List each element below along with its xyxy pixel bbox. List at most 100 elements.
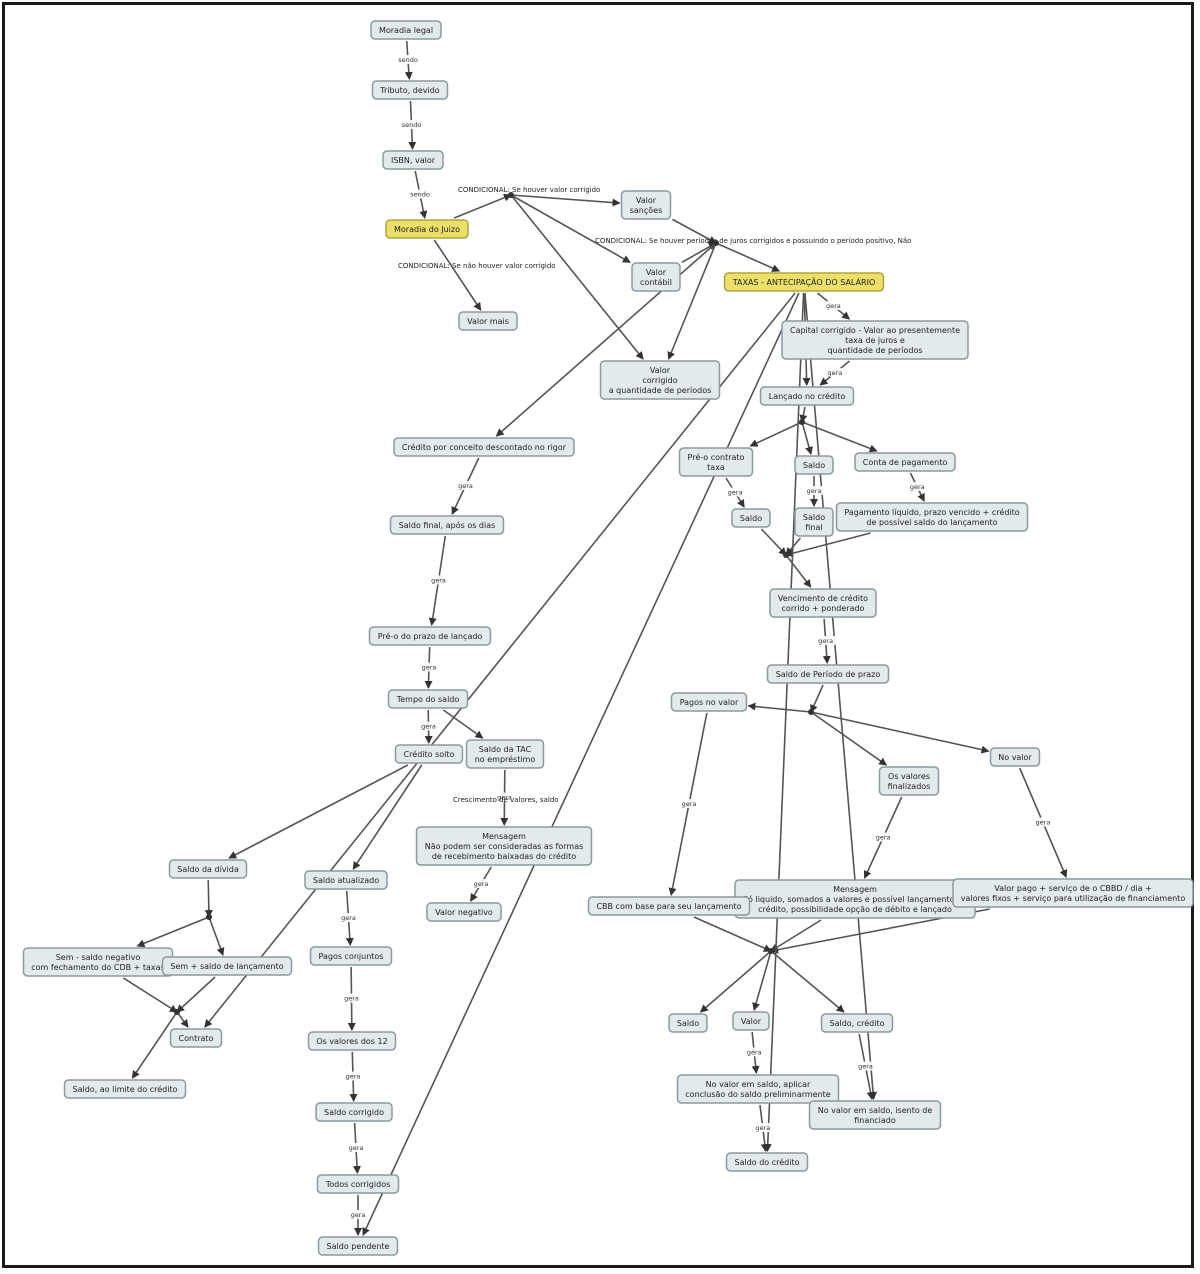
concept-node[interactable]: Valor pago + serviço de o CBBD / dia +va… [952, 878, 1194, 908]
concept-node[interactable]: Valor mais [458, 311, 518, 331]
svg-text:gera: gera [421, 723, 436, 731]
node-label: Saldo [803, 513, 825, 522]
concept-node[interactable]: Saldo pendente [317, 1236, 399, 1256]
concept-node[interactable]: Moradia do Juizo [385, 219, 469, 239]
concept-node[interactable]: Saldo [668, 1013, 708, 1033]
concept-node[interactable]: Saldo [794, 455, 834, 475]
concept-node[interactable]: Contrato [169, 1028, 223, 1048]
junction-point [174, 1009, 180, 1015]
concept-node[interactable]: Saldo do crédito [725, 1152, 809, 1172]
node-label: Pagos conjuntos [319, 952, 384, 961]
node-label: quantidade de períodos [827, 346, 922, 355]
edge-n16-n30 [352, 764, 423, 870]
node-label: financiado [854, 1116, 896, 1125]
edge-label: gera [346, 1143, 366, 1152]
concept-node[interactable]: Saldo, ao limite do crédito [63, 1079, 187, 1099]
node-label: Crédito solto [404, 749, 455, 759]
svg-text:gera: gera [458, 482, 473, 490]
concept-node[interactable]: Valor [732, 1011, 770, 1031]
concept-node[interactable]: Tributo, devido [371, 80, 449, 100]
edge-label: sendo [401, 120, 422, 129]
concept-node[interactable]: Os valores dos 12 [307, 1031, 397, 1051]
edge-j7-n34 [176, 1011, 189, 1028]
node-label: TAXAS - ANTECIPAÇÃO DO SALÁRIO [732, 276, 876, 287]
node-label: ISBN, valor [391, 156, 436, 165]
node-label: Pagos no valor [680, 698, 739, 707]
node-label: Saldo [740, 514, 762, 523]
concept-node[interactable]: Saldo final, após os dias [389, 515, 505, 535]
edge-n5-j2 [672, 218, 717, 244]
node-label: Crédito por conceito descontado no rigor [402, 442, 567, 452]
node-label: Saldo final, após os dias [399, 520, 496, 530]
concept-node[interactable]: Saldo da dívida [168, 859, 248, 879]
concept-node[interactable]: Sem + saldo de lançamento [161, 956, 293, 976]
edge-label: gera [419, 662, 439, 672]
concept-node[interactable]: Todos corrigidos [316, 1174, 400, 1194]
concept-node[interactable]: Moradia legal [370, 20, 442, 40]
concept-node[interactable]: Tempo do saldo [387, 689, 469, 709]
node-label: Pré-o contrato [688, 452, 745, 462]
edge-label: gera [348, 1210, 368, 1219]
node-label: contábil [640, 278, 672, 287]
node-label: Saldo da dívida [177, 865, 239, 874]
edge-label: gera [341, 993, 362, 1003]
edge-j3-n18 [801, 421, 878, 453]
edge-label: gera [679, 799, 699, 808]
svg-text:gera: gera [341, 914, 356, 922]
edge-j8-n46 [752, 950, 772, 1011]
svg-text:gera: gera [807, 487, 822, 495]
node-label: corrido + ponderado [782, 604, 865, 613]
edge-n32-j7 [122, 977, 178, 1013]
concept-node[interactable]: Saldo, crédito [820, 1013, 894, 1033]
concept-node[interactable]: Saldo de Período de prazo [766, 664, 890, 684]
concept-node[interactable]: Pré-o do prazo de lançado [368, 626, 492, 646]
svg-text:gera: gera [818, 637, 833, 645]
edge-label: gera [428, 575, 449, 585]
concept-node[interactable]: Lançado no crédito [759, 386, 855, 406]
node-label: Saldo do crédito [735, 1157, 800, 1167]
edge-label: gera [752, 1123, 773, 1132]
concept-node[interactable]: Pagos conjuntos [309, 946, 393, 966]
concept-node[interactable]: Valor negativo [426, 902, 502, 922]
concept-node[interactable]: Saldo corrigido [315, 1102, 393, 1122]
concept-node[interactable]: Crédito solto [394, 744, 464, 764]
node-label: Valor [741, 1017, 762, 1026]
concept-node[interactable]: Pagamento líquido, prazo vencido + crédi… [835, 502, 1029, 532]
concept-node[interactable]: Saldo [731, 508, 771, 528]
node-label: Valor pago + serviço de o CBBD / dia + [994, 884, 1152, 893]
concept-node[interactable]: No valor [989, 747, 1041, 767]
node-label: No valor em saldo, isento de [818, 1106, 933, 1115]
node-label: Vencimento de crédito [778, 593, 868, 603]
edge-j5-n28 [747, 702, 812, 713]
junction-point [768, 948, 774, 954]
concept-node[interactable]: TAXAS - ANTECIPAÇÃO DO SALÁRIO [723, 272, 885, 292]
edge-n20-j4 [760, 528, 787, 556]
node-label: Contrato [179, 1034, 214, 1043]
node-label: No valor em saldo, aplicar [706, 1080, 811, 1089]
svg-text:gera: gera [344, 995, 359, 1003]
edge-label: gera [824, 368, 845, 377]
concept-node[interactable]: Crédito por conceito descontado no rigor [393, 437, 575, 457]
concept-node[interactable]: Conta de pagamento [854, 452, 956, 472]
concept-node[interactable]: ISBN, valor [382, 150, 444, 170]
concept-node[interactable]: Saldo atualizado [304, 870, 388, 890]
concept-node[interactable]: CBB com base para seu lançamento [587, 896, 751, 916]
concept-node[interactable]: Capital corrigido - Valor ao presentemen… [781, 320, 969, 360]
node-label: Pagamento líquido, prazo vencido + crédi… [844, 507, 1019, 517]
edge-j3-n24 [749, 421, 803, 447]
concept-node[interactable]: Pagos no valor [670, 692, 748, 712]
node-label: Valor [646, 268, 667, 277]
